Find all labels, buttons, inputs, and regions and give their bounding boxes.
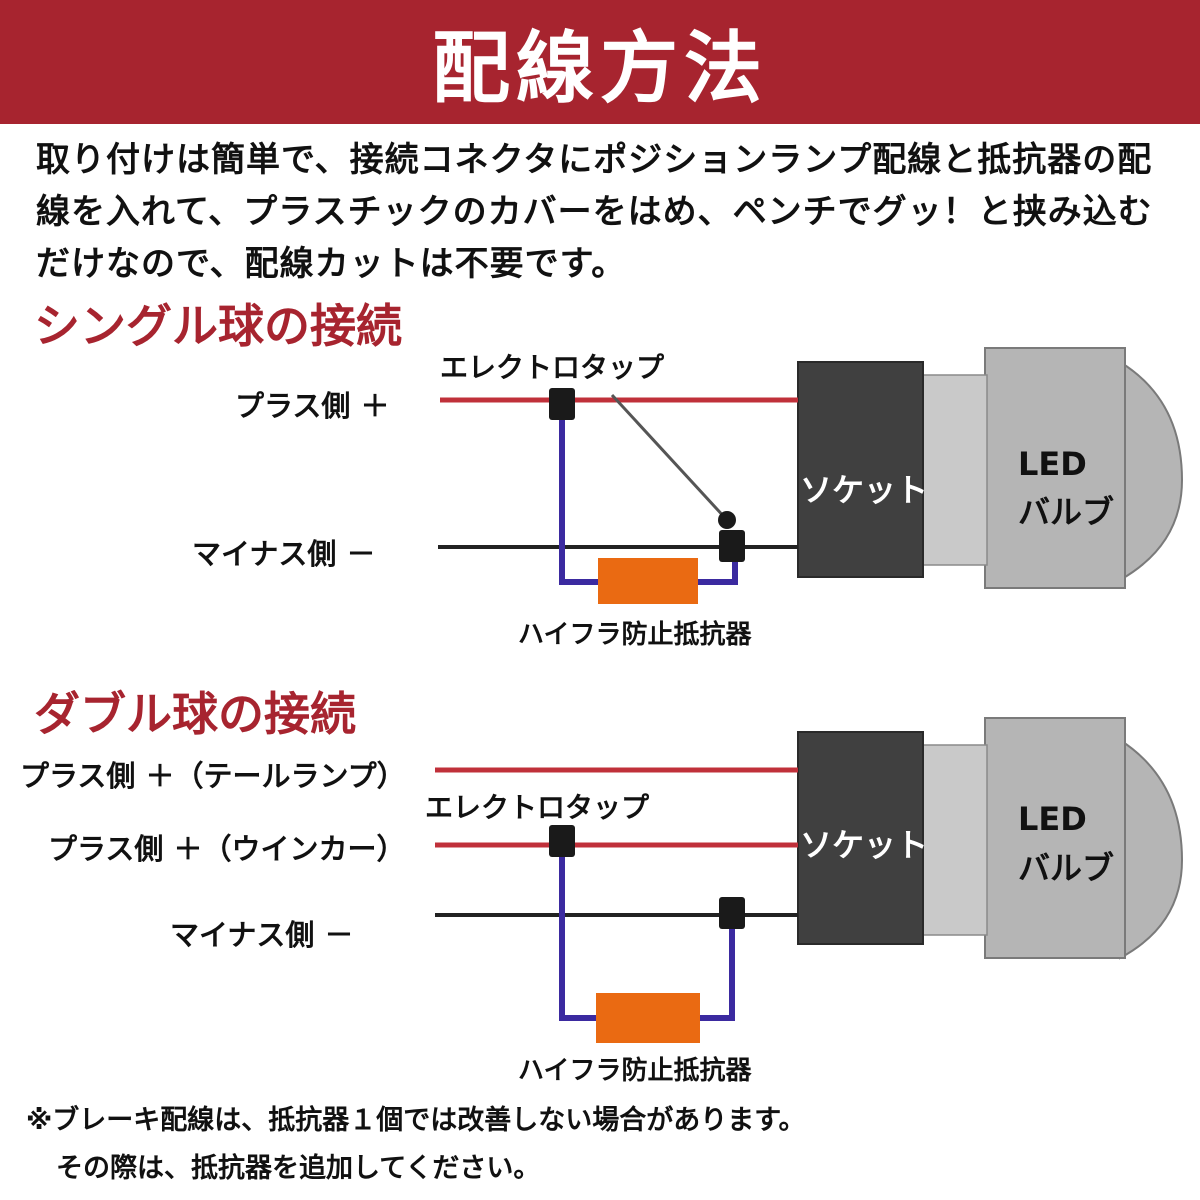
note-line-1: ※ブレーキ配線は、抵抗器１個では改善しない場合があります。 (26, 1105, 806, 1136)
single-tap-minus (719, 530, 745, 562)
single-section-title: シングル球の接続 (34, 299, 402, 353)
single-tap-leader-dot (718, 511, 736, 529)
intro-line-1: 取り付けは簡単で、接続コネクタにポジションランプ配線と抵抗器の配 (36, 140, 1153, 180)
single-purple-wire (559, 410, 600, 585)
double-section-title: ダブル球の接続 (34, 687, 356, 741)
double-tap-label: エレクトロタップ (425, 791, 650, 824)
double-bulb-neck (921, 744, 988, 936)
double-bulb-label-2: バルブ (1018, 849, 1115, 887)
double-tap-minus (719, 897, 745, 929)
single-bulb-label-1: LED (1018, 445, 1087, 483)
double-resistor-label: ハイフラ防止抵抗器 (518, 1056, 752, 1086)
double-resistor (596, 993, 700, 1043)
note-line-2: その際は、抵抗器を追加してください。 (56, 1153, 541, 1184)
double-minus-label: マイナス側 － (170, 918, 354, 952)
single-minus-label: マイナス側 － (192, 537, 376, 571)
single-bulb-label-2: バルブ (1018, 493, 1115, 531)
single-resistor-label: ハイフラ防止抵抗器 (518, 620, 752, 650)
header-banner: 配線方法 (0, 0, 1200, 124)
intro-line-3: だけなので、配線カットは不要です。 (36, 244, 627, 284)
double-socket-label: ソケット (800, 826, 929, 864)
single-bulb-body (984, 347, 1126, 589)
single-wiring-diagram (438, 347, 1184, 604)
double-plus-tail-label: プラス側 ＋（テールランプ） (20, 759, 406, 793)
intro-line-2: 線を入れて、プラスチックのカバーをはめ、ペンチでグッ！と挟み込む (36, 192, 1153, 232)
double-wiring-diagram (435, 717, 1184, 1043)
double-purple-wire-right (698, 922, 735, 1021)
double-tap-plus (549, 825, 575, 857)
single-socket-label: ソケット (800, 471, 929, 509)
page-title: 配線方法 (431, 24, 768, 114)
single-socket (797, 361, 924, 578)
double-plus-winker-label: プラス側 ＋（ウインカー） (48, 832, 406, 866)
single-resistor (598, 558, 698, 604)
single-plus-label: プラス側 ＋ (235, 389, 390, 423)
single-tap-plus (549, 388, 575, 420)
single-tap-label: エレクトロタップ (440, 351, 665, 384)
single-bulb-dome (1119, 360, 1184, 582)
double-socket (797, 731, 924, 945)
double-purple-wire (559, 852, 598, 1021)
single-tap-leader (610, 393, 729, 522)
double-bulb-body (984, 717, 1126, 959)
double-bulb-label-1: LED (1018, 800, 1087, 838)
intro-text: 取り付けは簡単で、接続コネクタにポジションランプ配線と抵抗器の配 線を入れて、プ… (36, 134, 1176, 290)
double-bulb-dome (1119, 738, 1184, 960)
single-bulb-neck (921, 374, 988, 566)
